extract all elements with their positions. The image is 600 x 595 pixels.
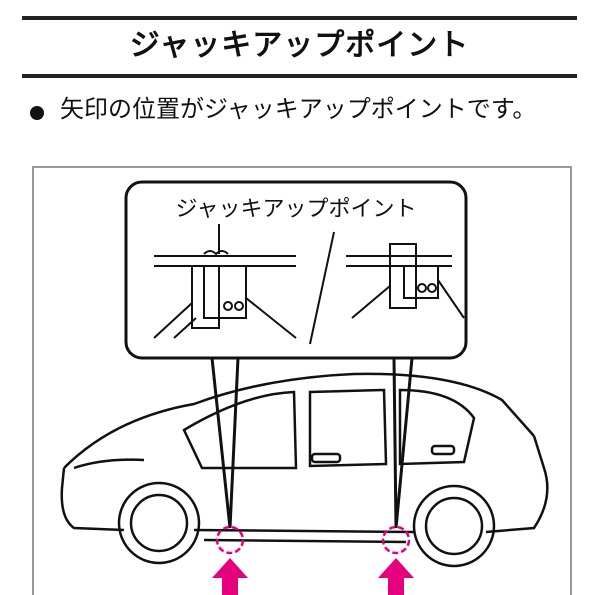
callout-label: ジャッキアップポイント [176, 197, 417, 222]
left-jack-detail [153, 250, 297, 339]
jack-point-arrows [212, 558, 414, 595]
bullet-icon [30, 106, 44, 120]
illustration-svg: ジャッキアップポイント [60, 180, 549, 595]
car-body [60, 372, 549, 568]
bullet-text: 矢印の位置がジャッキアップポイントです。 [60, 95, 537, 123]
callout-box [124, 180, 468, 360]
title-top-rule [22, 16, 577, 20]
arrow-up-icon-rear [378, 558, 414, 595]
jack-point-front-marker [215, 525, 245, 555]
jack-point-rear-marker [381, 525, 411, 555]
callout-divider [309, 231, 335, 345]
right-jack-detail [346, 243, 465, 319]
arrow-up-icon-front [212, 558, 248, 595]
callout-pointers [210, 357, 414, 529]
title-bottom-rule [22, 74, 577, 78]
section-title: ジャッキアップポイント [129, 28, 470, 63]
car-jack-point-illustration: ジャッキアップポイント [32, 166, 572, 595]
